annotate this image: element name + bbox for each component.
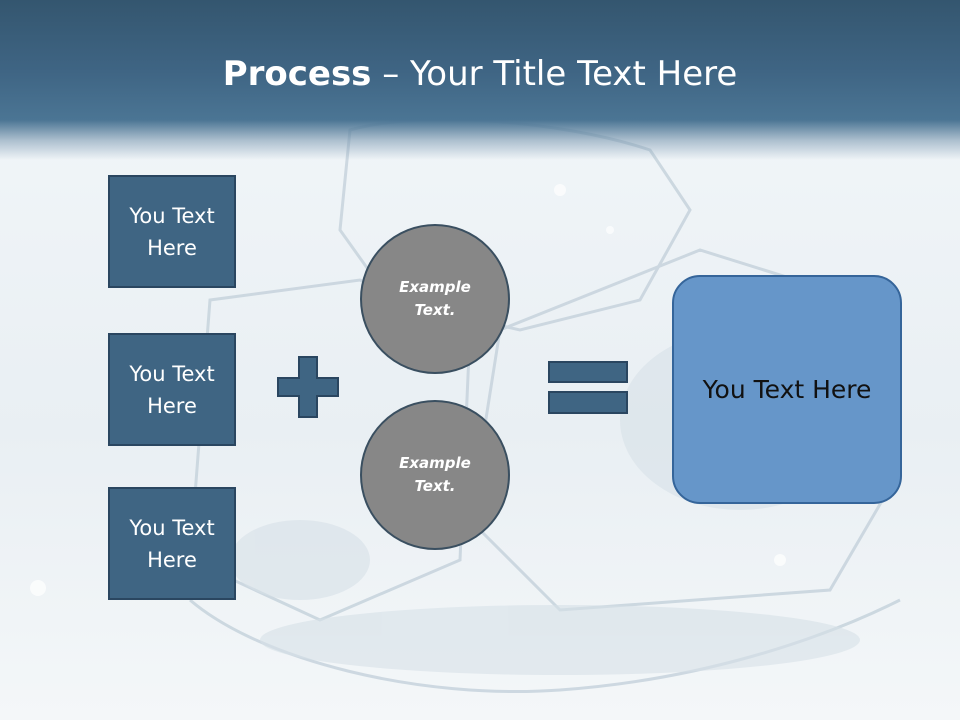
example-circle-1[interactable]: Example Text. — [360, 224, 510, 374]
circle-2-label: Example Text. — [399, 454, 471, 495]
example-circle-2[interactable]: Example Text. — [360, 400, 510, 550]
slide-title[interactable]: Process – Your Title Text Here — [0, 52, 960, 96]
title-bold: Process — [222, 54, 372, 94]
text-box-2[interactable]: You Text Here — [108, 333, 236, 446]
text-box-3[interactable]: You Text Here — [108, 487, 236, 600]
title-bar — [0, 0, 960, 160]
result-box[interactable]: You Text Here — [672, 275, 902, 504]
title-rest: – Your Title Text Here — [371, 54, 738, 94]
plus-icon — [277, 356, 339, 418]
circle-1-label: Example Text. — [399, 278, 471, 319]
equals-icon — [548, 361, 628, 415]
text-box-1[interactable]: You Text Here — [108, 175, 236, 288]
